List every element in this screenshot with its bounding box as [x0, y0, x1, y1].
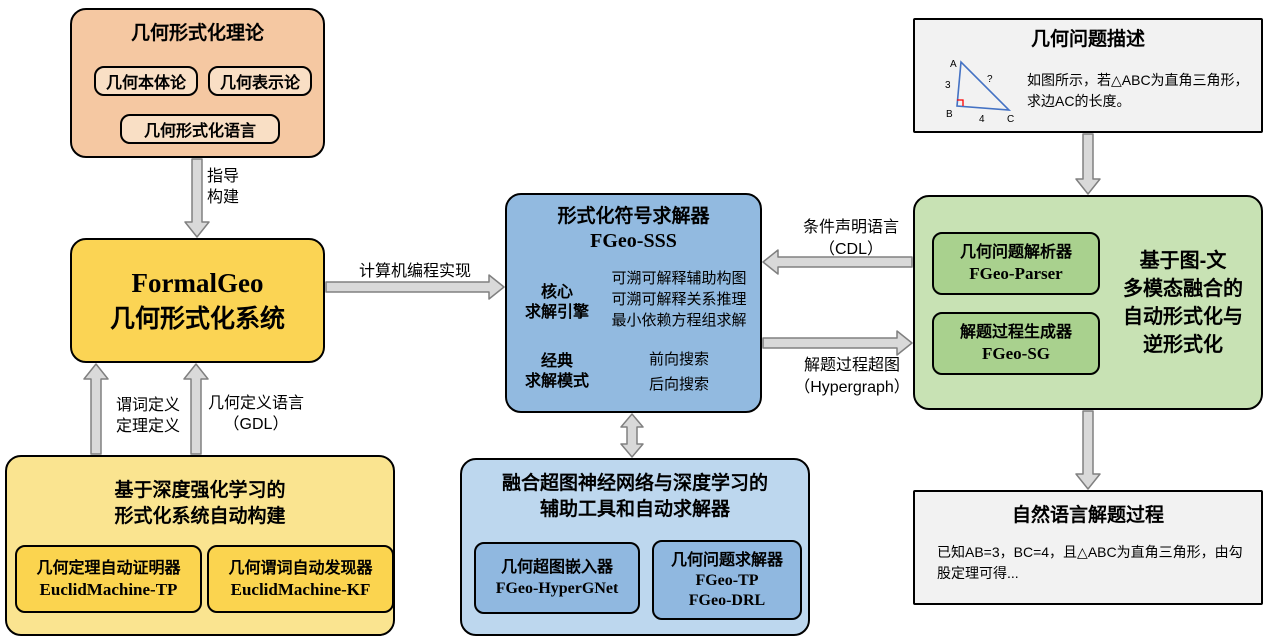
fgeo-parser-name: 几何问题解析器 — [959, 244, 1072, 261]
formalgeo-name: FormalGeo — [131, 267, 264, 298]
formalgeo-subtitle: 几何形式化系统 — [109, 304, 285, 333]
label-cdl: 条件声明语言 （CDL） — [792, 217, 910, 261]
solver-core-item-aux-construction: 可溯可解释辅助构图 — [611, 270, 747, 287]
vertex-a-label: A — [950, 59, 957, 70]
problem-description: 如图所示，若△ABC为直角三角形，求边AC的长度。 — [1027, 72, 1249, 109]
solver-core-engine-label: 核心 求解引擎 — [515, 283, 599, 323]
solver-core-item-equation-solving: 最小依赖方程组求解 — [611, 312, 747, 329]
arrow-theory-to-formalgeo — [184, 158, 210, 238]
fgeo-solvers-name: 几何问题求解器 — [670, 551, 783, 569]
label-theorem-def: 定理定义 — [115, 418, 180, 435]
label-gdl: 几何定义语言 （GDL） — [198, 393, 314, 435]
arrow-solver-neural-double — [620, 413, 644, 458]
solver-core-label-line2: 求解引擎 — [524, 304, 589, 321]
neural-title-line2: 辅助工具和自动求解器 — [539, 499, 730, 520]
theory-item-representation: 几何表示论 — [208, 66, 312, 96]
solution-title: 自然语言解题过程 — [1011, 505, 1164, 526]
solver-box: 形式化符号求解器 FGeo-SSS 核心 求解引擎 可溯可解释辅助构图 可溯可解… — [505, 193, 762, 413]
fgeo-sg-name: 解题过程生成器 — [959, 324, 1072, 341]
label-gdl-line1: 几何定义语言 — [207, 395, 304, 412]
solver-mode-item-forward-search: 前向搜索 — [648, 351, 709, 368]
euclidmachine-tp-box: 几何定理自动证明器 EuclidMachine-TP — [15, 545, 202, 613]
drl-title-line2: 形式化系统自动构建 — [114, 506, 286, 527]
neural-title-line1: 融合超图神经网络与深度学习的 — [501, 473, 768, 494]
multimodal-box: 几何问题解析器 FGeo-Parser 解题过程生成器 FGeo-SG 基于图-… — [913, 195, 1263, 410]
euclidmachine-kf-name: 几何谓词自动发现器 — [228, 559, 373, 577]
multimodal-title-line3: 自动形式化与 — [1123, 305, 1243, 328]
drl-title-line1: 基于深度强化学习的 — [114, 480, 286, 501]
fgeo-hypergnet-box: 几何超图嵌入器 FGeo-HyperGNet — [474, 542, 640, 614]
vertex-c-label: C — [1007, 114, 1014, 125]
solver-title: 形式化符号求解器 — [557, 206, 710, 227]
label-cdl-line1: 条件声明语言 — [802, 219, 899, 236]
arrow-solver-to-multimodal-hypergraph — [762, 330, 913, 356]
label-guide-build: 指导 构建 — [207, 166, 247, 208]
fgeo-tp-code: FGeo-TP — [695, 571, 759, 589]
fgeo-parser-box: 几何问题解析器 FGeo-Parser — [932, 232, 1100, 295]
label-hypergraph-line1: 解题过程超图 — [803, 357, 900, 374]
solver-mode-item-backward-search: 后向搜索 — [648, 376, 709, 393]
side-bc-label: 4 — [979, 114, 985, 125]
label-guide-line2: 构建 — [207, 189, 240, 206]
solver-core-label-line1: 核心 — [540, 284, 573, 301]
fgeo-hypergnet-name: 几何超图嵌入器 — [500, 558, 613, 576]
multimodal-title-line2: 多模态融合的 — [1123, 277, 1243, 300]
solution-description: 已知AB=3，BC=4，且△ABC为直角三角形，由勾股定理可得... — [937, 544, 1243, 581]
problem-box: 几何问题描述 A B C 3 4 ? 如图所示，若△ABC为直角三角形，求边AC… — [913, 18, 1263, 133]
label-implementation: 计算机编程实现 — [358, 263, 471, 280]
vertex-b-label: B — [946, 109, 953, 120]
formalgeo-box: FormalGeo 几何形式化系统 — [70, 238, 325, 363]
theory-box: 几何形式化理论 几何本体论 几何表示论 几何形式化语言 — [70, 8, 325, 158]
solver-core-item-relation-reasoning: 可溯可解释关系推理 — [611, 291, 747, 308]
triangle-shape — [956, 60, 1012, 111]
arrow-multimodal-to-solution — [1075, 410, 1101, 490]
label-predicate-def: 谓词定义 — [115, 397, 180, 414]
theory-item-language: 几何形式化语言 — [120, 114, 280, 144]
triangle-figure: A B C 3 4 ? — [945, 59, 1014, 125]
fgeo-drl-code: FGeo-DRL — [688, 591, 766, 609]
solver-mode-label-line2: 求解模式 — [524, 373, 589, 390]
euclidmachine-kf-box: 几何谓词自动发现器 EuclidMachine-KF — [207, 545, 394, 613]
euclidmachine-tp-name: 几何定理自动证明器 — [36, 559, 181, 577]
multimodal-title: 基于图-文 多模态融合的 自动形式化与 逆形式化 — [1107, 197, 1259, 408]
multimodal-title-line1: 基于图-文 — [1139, 249, 1227, 272]
fgeo-sg-code: FGeo-SG — [982, 344, 1050, 363]
euclidmachine-tp-code: EuclidMachine-TP — [39, 579, 178, 599]
label-guide-line1: 指导 — [207, 168, 240, 185]
solver-name: FGeo-SSS — [590, 230, 677, 252]
arrow-problem-to-multimodal — [1075, 133, 1101, 195]
theory-item-ontology: 几何本体论 — [94, 66, 198, 96]
side-ab-label: 3 — [945, 80, 951, 91]
neural-tools-box: 融合超图神经网络与深度学习的 辅助工具和自动求解器 几何超图嵌入器 FGeo-H… — [460, 458, 810, 636]
label-cdl-line2: （CDL） — [818, 241, 883, 258]
euclidmachine-kf-code: EuclidMachine-KF — [230, 579, 371, 599]
label-hypergraph: 解题过程超图 （Hypergraph） — [788, 355, 916, 399]
fgeo-parser-code: FGeo-Parser — [969, 264, 1063, 283]
solver-mode-label: 经典 求解模式 — [515, 352, 599, 392]
solver-core-items: 可溯可解释辅助构图 可溯可解释关系推理 最小依赖方程组求解 — [599, 268, 759, 331]
side-ac-label: ? — [987, 74, 993, 85]
right-angle-marker — [957, 99, 964, 106]
fgeo-solvers-box: 几何问题求解器 FGeo-TP FGeo-DRL — [652, 540, 802, 620]
solver-mode-label-line1: 经典 — [540, 353, 573, 370]
fgeo-sg-box: 解题过程生成器 FGeo-SG — [932, 312, 1100, 375]
drl-construction-box: 基于深度强化学习的 形式化系统自动构建 几何定理自动证明器 EuclidMach… — [5, 455, 395, 636]
solution-box: 自然语言解题过程 已知AB=3，BC=4，且△ABC为直角三角形，由勾股定理可得… — [913, 490, 1263, 605]
label-predicate-theorem-def: 谓词定义 定理定义 — [104, 395, 192, 437]
solver-mode-items: 前向搜索 后向搜索 — [599, 347, 759, 397]
label-hypergraph-line2: （Hypergraph） — [794, 379, 910, 396]
theory-title: 几何形式化理论 — [130, 23, 264, 44]
problem-title: 几何问题描述 — [1030, 29, 1145, 50]
fgeo-hypergnet-code: FGeo-HyperGNet — [495, 579, 619, 597]
label-gdl-line2: （GDL） — [223, 416, 289, 433]
multimodal-title-line4: 逆形式化 — [1143, 333, 1223, 356]
